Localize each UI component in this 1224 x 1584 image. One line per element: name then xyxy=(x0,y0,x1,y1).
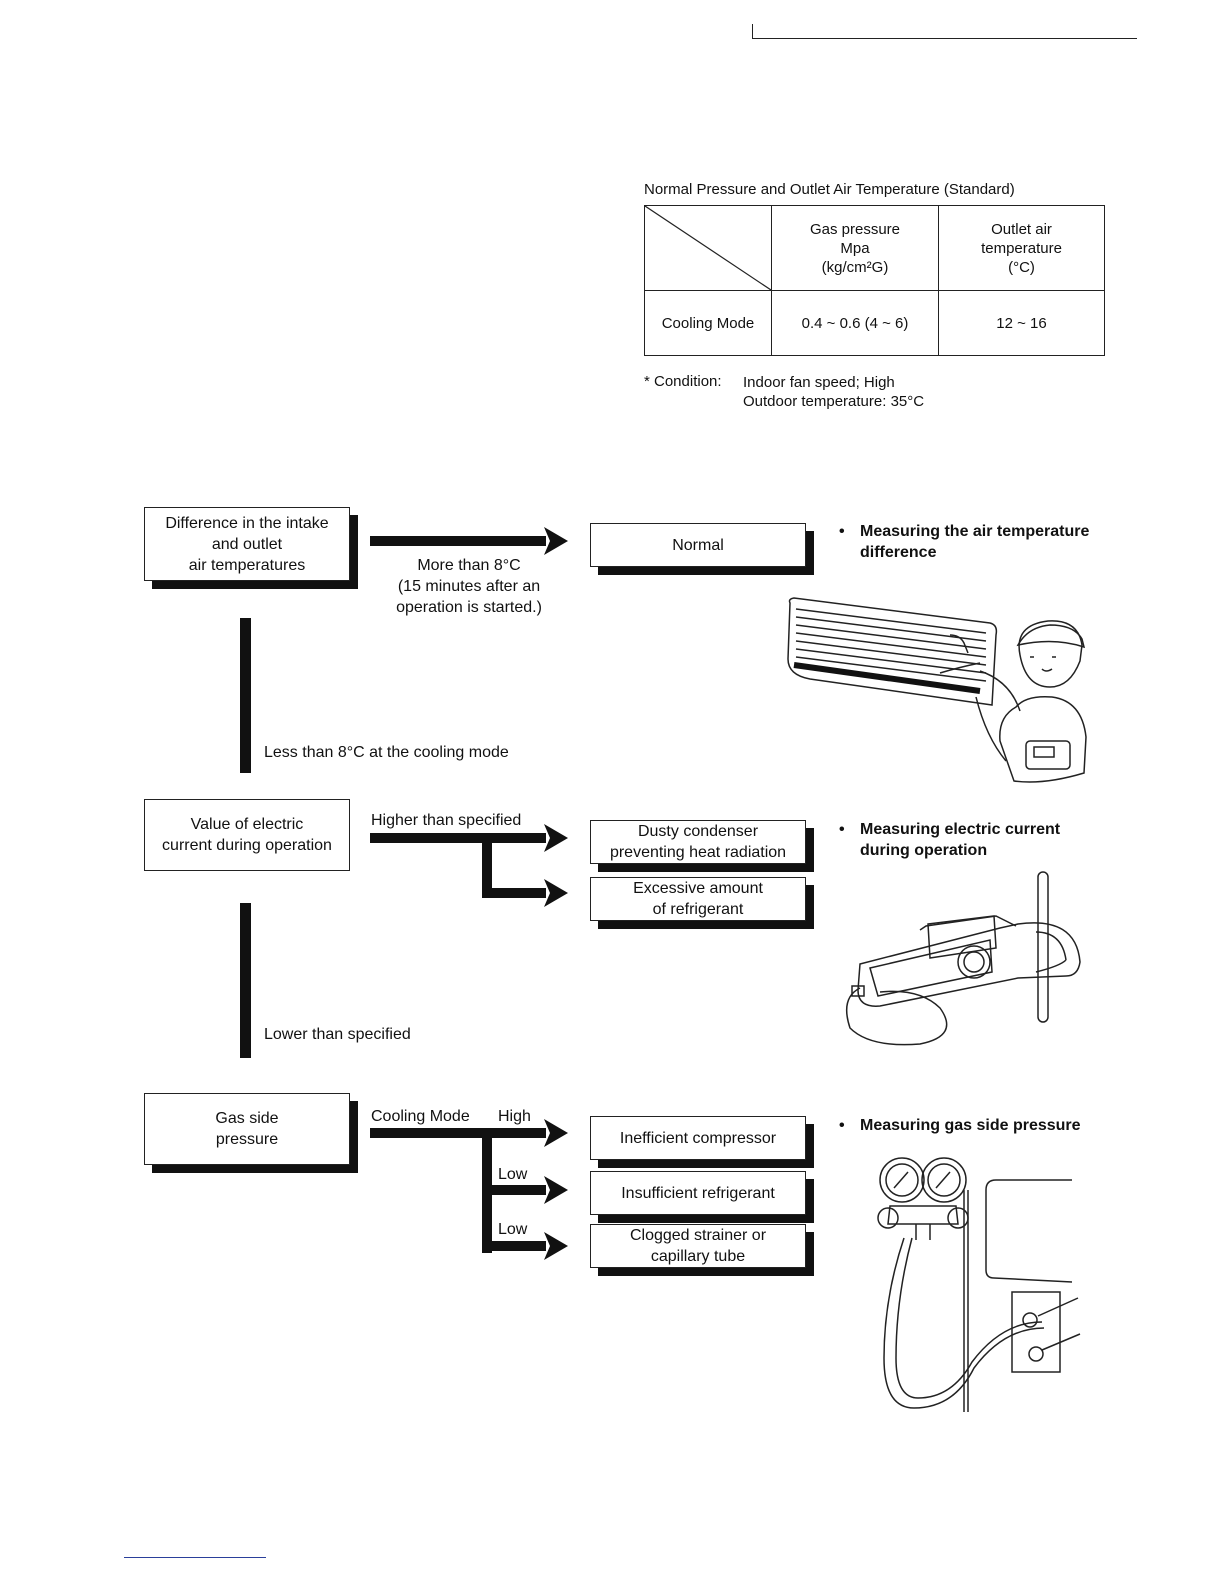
footer-rule xyxy=(124,1557,266,1558)
step2-branch-line xyxy=(482,840,492,896)
step3-arrow-label: Cooling Mode xyxy=(371,1108,470,1125)
clamp-meter-illustration xyxy=(845,871,1081,1046)
cooling-mode-row-label: Cooling Mode xyxy=(644,290,772,356)
result-normal: Normal xyxy=(590,523,806,567)
table-diagonal-cell xyxy=(645,206,771,290)
condition-label: * Condition: xyxy=(644,373,722,390)
step2-arrow-shaft xyxy=(370,833,546,843)
step2-arrowhead-2 xyxy=(544,879,568,907)
result-insufficient-refrigerant: Insufficient refrigerant xyxy=(590,1171,806,1215)
standard-values-table: Gas pressure Mpa (kg/cm²G) Outlet air te… xyxy=(644,205,1105,356)
condition-values: Indoor fan speed; High Outdoor temperatu… xyxy=(743,374,925,410)
step3-arrowhead-2 xyxy=(544,1176,568,1204)
step3-arrow-shaft xyxy=(370,1128,546,1138)
step2-branch-shaft xyxy=(482,888,546,898)
step1-arrowhead xyxy=(544,527,568,555)
step2-arrowhead-1 xyxy=(544,824,568,852)
gas-pressure-value: 0.4 ~ 0.6 (4 ~ 6) xyxy=(771,290,939,356)
header-rule xyxy=(752,24,1137,39)
branch-label-low-1: Low xyxy=(498,1166,528,1183)
step3-arrowhead-3 xyxy=(544,1232,568,1260)
step2-down-label: Lower than specified xyxy=(264,1026,411,1043)
step1-down-line xyxy=(240,618,251,773)
outlet-temp-header: Outlet air temperature (°C) xyxy=(938,205,1105,291)
result-inefficient-compressor: Inefficient compressor xyxy=(590,1116,806,1160)
step3-branch-shaft-3 xyxy=(482,1241,546,1251)
step1-down-label: Less than 8°C at the cooling mode xyxy=(264,744,509,761)
gas-pressure-header: Gas pressure Mpa (kg/cm²G) xyxy=(771,205,939,291)
step1-arrow-shaft xyxy=(370,536,546,546)
step3-arrowhead-1 xyxy=(544,1119,568,1147)
step3-note: •Measuring gas side pressure xyxy=(839,1117,1081,1134)
gauge-manifold-illustration xyxy=(877,1157,1081,1412)
table-caption: Normal Pressure and Outlet Air Temperatu… xyxy=(644,181,1015,198)
step2-arrow-label: Higher than specified xyxy=(371,812,522,829)
branch-label-high: High xyxy=(498,1108,531,1125)
step2-down-line xyxy=(240,903,251,1058)
outlet-temp-value: 12 ~ 16 xyxy=(938,290,1105,356)
branch-label-low-2: Low xyxy=(498,1221,528,1238)
air-temperature-measurement-illustration xyxy=(787,597,1087,783)
step3-branch-shaft-2 xyxy=(482,1185,546,1195)
